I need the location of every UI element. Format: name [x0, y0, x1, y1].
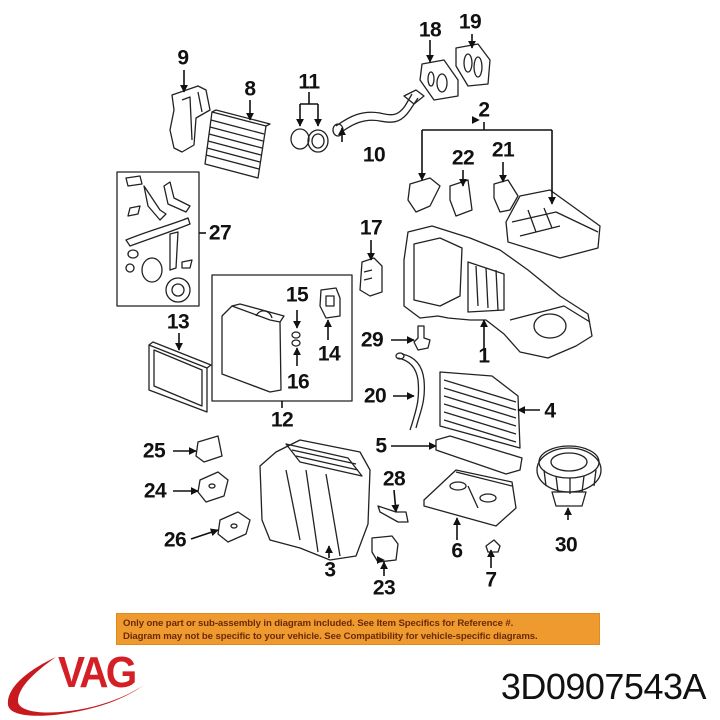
leader-lines — [173, 34, 572, 576]
callout-1: 1 — [478, 344, 490, 368]
diagram-disclaimer-banner: Only one part or sub-assembly in diagram… — [116, 613, 600, 645]
part-10-pipes-icon — [332, 89, 425, 137]
callout-2: 2 — [478, 98, 490, 122]
part-28-sensor-icon — [377, 505, 409, 523]
part-7-clip-icon — [485, 539, 501, 553]
callout-13: 13 — [166, 310, 190, 334]
callout-19: 19 — [458, 10, 482, 34]
part-20-hose-icon — [395, 352, 426, 431]
part-18-gasket-icon — [419, 59, 459, 101]
part-13-filter-icon — [148, 341, 212, 413]
leader-11 — [296, 92, 322, 127]
callout-12: 12 — [270, 408, 294, 432]
callout-8: 8 — [244, 77, 256, 101]
leader-2 — [418, 122, 556, 205]
part-24-actuator-icon — [197, 471, 229, 503]
callout-11: 11 — [298, 70, 320, 94]
part-23-module-icon — [371, 535, 399, 563]
part-29-sensor-icon — [413, 325, 431, 351]
callout-28: 28 — [382, 467, 406, 491]
callout-24: 24 — [143, 479, 167, 503]
part-26-actuator-icon — [217, 511, 251, 543]
part-25-actuator-icon — [195, 435, 223, 463]
part-number: 3D0907543A — [500, 666, 707, 707]
callout-3: 3 — [324, 558, 336, 582]
part-9-bracket-icon — [169, 85, 211, 153]
part-17-actuator-icon — [359, 257, 383, 297]
callout-5: 5 — [375, 434, 387, 458]
callout-14: 14 — [317, 342, 341, 366]
callout-17: 17 — [359, 216, 383, 240]
callout-16: 16 — [286, 370, 310, 394]
callout-4: 4 — [544, 399, 556, 423]
callout-18: 18 — [418, 18, 442, 42]
part-2-flaps-icon — [407, 177, 601, 259]
disclaimer-line-2: Diagram may not be specific to your vehi… — [123, 631, 538, 642]
part-5-seal-strip-icon — [435, 435, 523, 475]
callout-25: 25 — [142, 439, 166, 463]
part-8-heater-core-icon — [204, 109, 271, 179]
part-6-tray-icon — [423, 469, 517, 527]
disclaimer-line-1: Only one part or sub-assembly in diagram… — [123, 618, 514, 629]
callout-27: 27 — [208, 221, 232, 245]
callout-7: 7 — [485, 568, 497, 592]
callout-26: 26 — [163, 528, 187, 552]
part-19-gasket-icon — [455, 43, 491, 87]
callout-29: 29 — [360, 328, 384, 352]
brand-logo-text: VAG — [58, 648, 137, 697]
part-30-blower-motor-icon — [536, 445, 602, 507]
callout-9: 9 — [177, 46, 189, 70]
callout-30: 30 — [554, 533, 578, 557]
part-4-cabin-filter-icon — [439, 371, 521, 449]
part-3-heater-housing-icon — [259, 439, 371, 561]
callout-6: 6 — [451, 539, 463, 563]
part-12-evaporator-box-icon — [211, 274, 353, 402]
callout-23: 23 — [372, 576, 396, 600]
leader-27-12 — [199, 232, 283, 408]
callout-22: 22 — [451, 146, 475, 170]
part-1-housing-icon — [403, 225, 593, 359]
callout-20: 20 — [363, 384, 387, 408]
callout-21: 21 — [491, 138, 515, 162]
part-11-o-rings-icon — [290, 128, 329, 153]
callout-15: 15 — [285, 283, 309, 307]
callout-10: 10 — [362, 143, 386, 167]
part-27-linkage-kit-icon — [116, 171, 200, 307]
vag-logo-swoosh-icon — [7, 657, 145, 716]
